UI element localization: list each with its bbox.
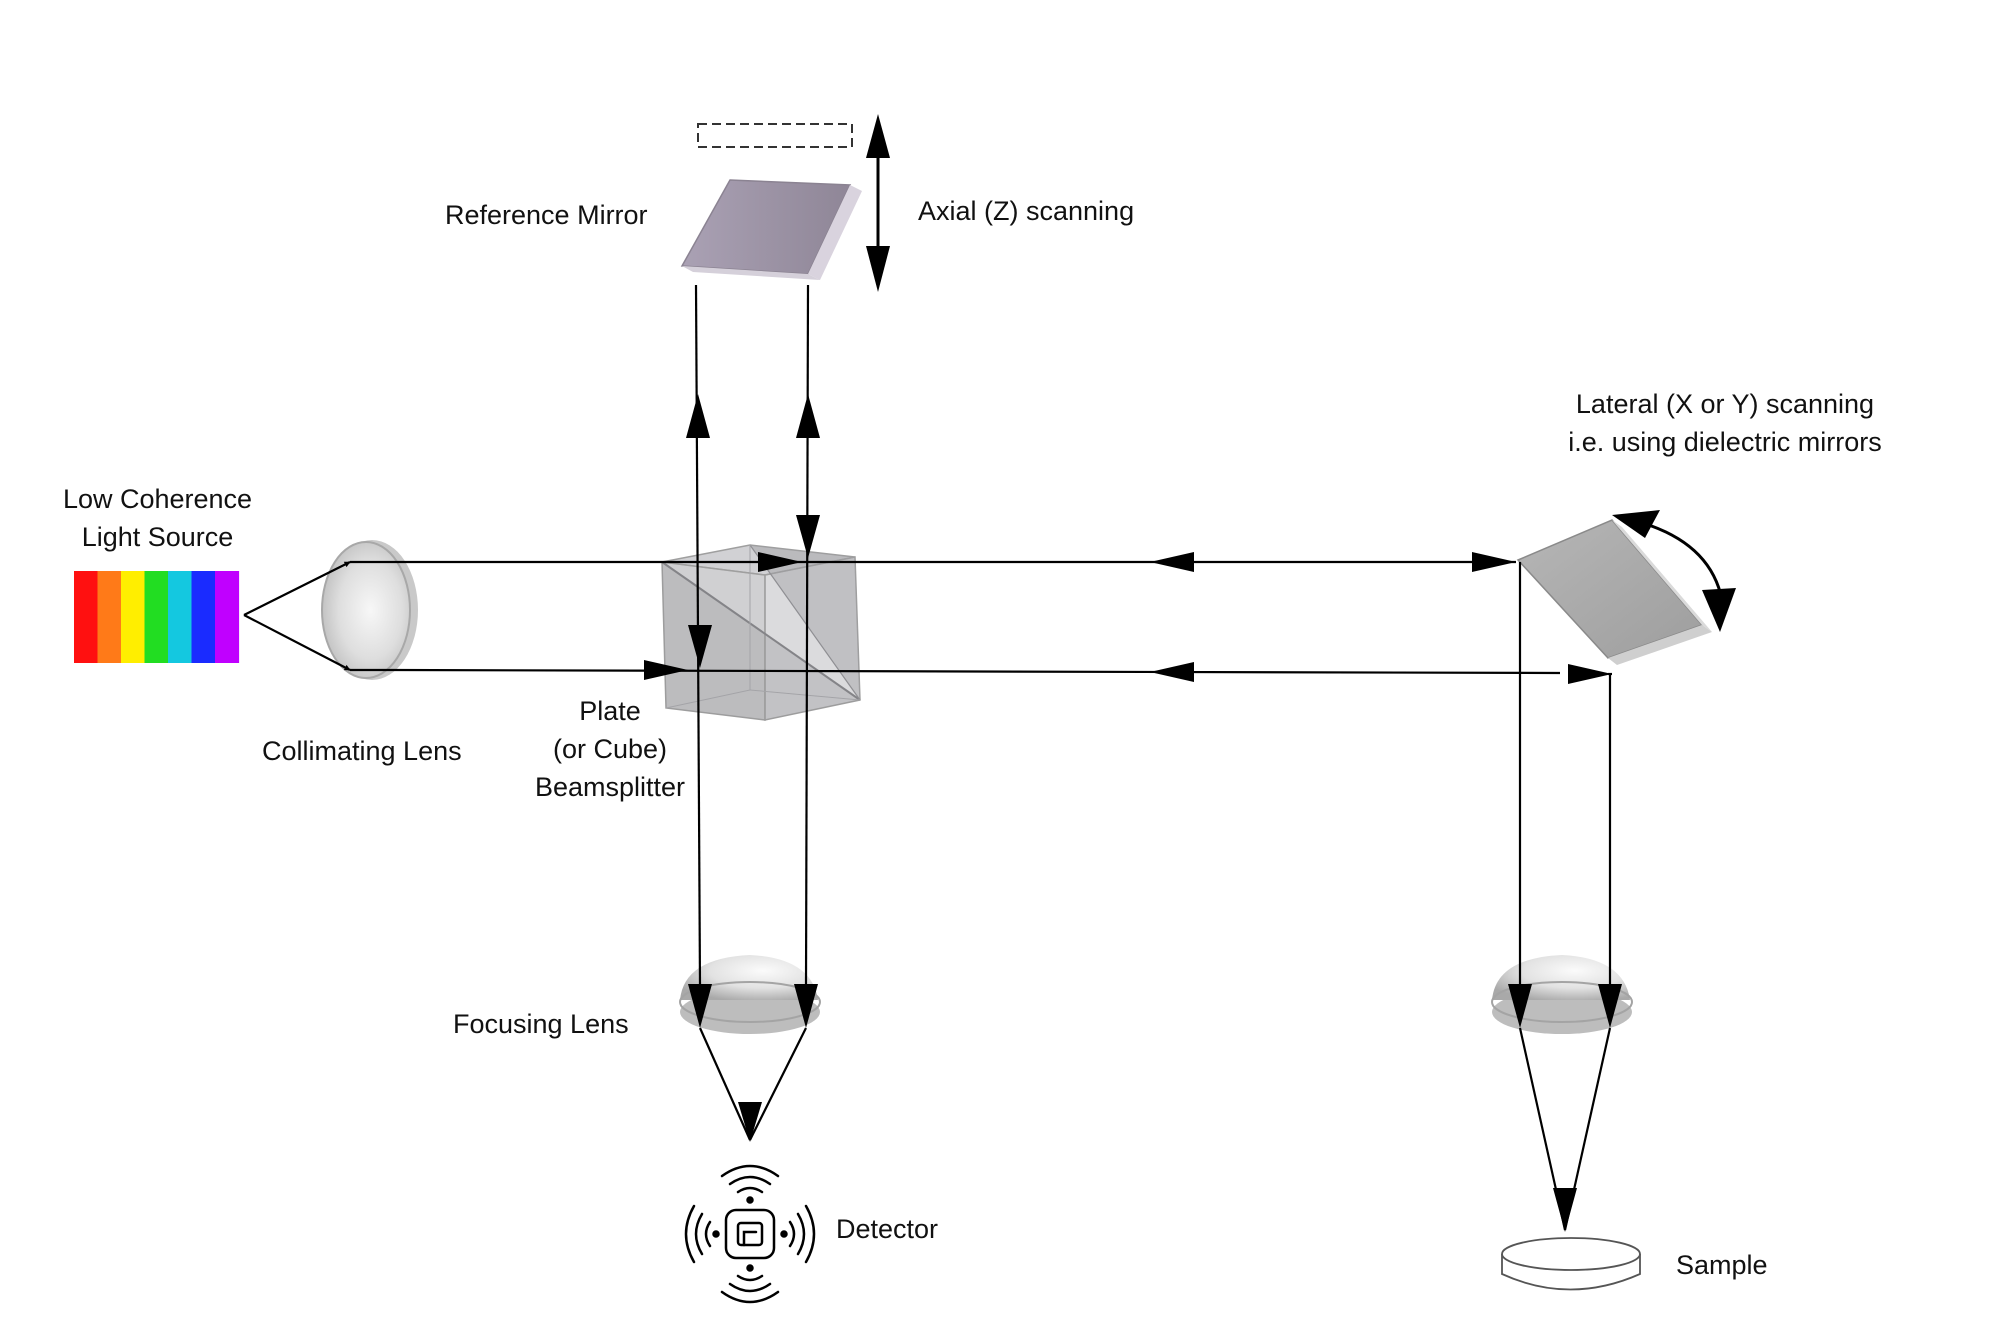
lateral-scanning-mirror <box>1516 519 1712 665</box>
spectrum-band <box>168 571 193 663</box>
spectrum-band <box>215 571 240 663</box>
sample-label: Sample <box>1676 1250 1768 1280</box>
lateral-scanning-label: Lateral (X or Y) scanning i.e. using die… <box>1555 385 1895 461</box>
spectrum-band <box>191 571 216 663</box>
axial-scan-arrow <box>866 114 890 292</box>
lateral-scan-arrow <box>1612 510 1736 632</box>
beamsplitter-line3: Beamsplitter <box>534 772 686 802</box>
light-rays <box>243 284 1622 1232</box>
spectrum-band <box>74 571 99 663</box>
collimating-lens <box>321 540 418 680</box>
detector-icon <box>684 1164 816 1304</box>
spectrum-band <box>97 571 122 663</box>
light-source-line1: Low Coherence <box>62 484 253 514</box>
lateral-scanning-line1: Lateral (X or Y) scanning <box>1575 389 1875 419</box>
spectrum-band <box>144 571 169 663</box>
beamsplitter-line2: (or Cube) <box>552 734 668 764</box>
light-source-line2: Light Source <box>81 522 234 552</box>
sample-dish <box>1501 1237 1641 1291</box>
detector-label: Detector <box>836 1214 939 1244</box>
beamsplitter-label: Plate (or Cube) Beamsplitter <box>520 692 700 806</box>
beamsplitter-line1: Plate <box>579 696 641 726</box>
light-source-label: Low Coherence Light Source <box>40 480 275 556</box>
reference-mirror <box>680 123 862 280</box>
reference-mirror-label: Reference Mirror <box>445 200 648 230</box>
collimating-lens-label: Collimating Lens <box>262 736 462 766</box>
light-source-icon <box>74 571 240 663</box>
axial-scanning-label: Axial (Z) scanning <box>918 196 1135 226</box>
spectrum-band <box>121 571 146 663</box>
lateral-scanning-line2: i.e. using dielectric mirrors <box>1568 427 1882 457</box>
focusing-lens-label: Focusing Lens <box>453 1009 629 1039</box>
focusing-lens <box>679 955 821 1034</box>
